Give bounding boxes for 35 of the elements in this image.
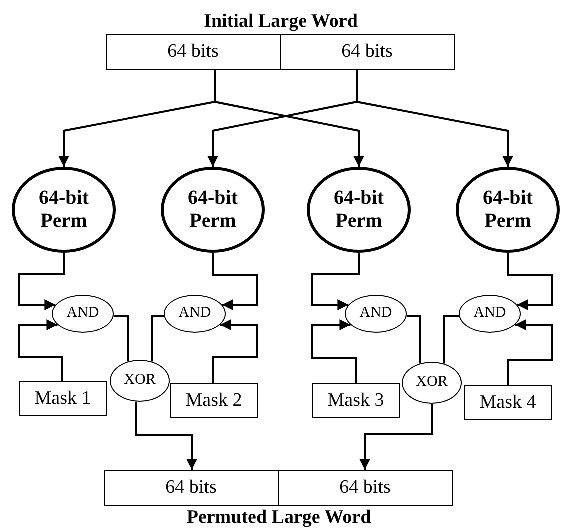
bit-field: 64 bits bbox=[280, 34, 455, 70]
permutation-ellipse: 64-bit Perm bbox=[456, 167, 560, 253]
permutation-ellipse: 64-bit Perm bbox=[307, 167, 411, 253]
connector-line bbox=[406, 315, 421, 364]
arrow bbox=[18, 253, 65, 310]
and-gate-ellipse: AND bbox=[459, 295, 521, 333]
arrow bbox=[212, 253, 258, 310]
mask-box: Mask 1 bbox=[19, 381, 107, 416]
and-gate-ellipse: AND bbox=[52, 295, 114, 333]
arrow bbox=[311, 320, 357, 383]
and-gate-ellipse: AND bbox=[164, 295, 226, 333]
arrow bbox=[18, 320, 63, 381]
arrow bbox=[356, 70, 514, 167]
mask-box: Mask 3 bbox=[312, 383, 400, 418]
arrow bbox=[135, 402, 198, 470]
arrow bbox=[311, 253, 360, 310]
permutation-ellipse: 64-bit Perm bbox=[161, 167, 265, 253]
bit-field: 64 bits bbox=[278, 470, 453, 506]
word-title: Initial Large Word bbox=[203, 10, 359, 34]
xor-gate-ellipse: XOR bbox=[110, 360, 170, 402]
connector-line bbox=[151, 315, 164, 362]
bit-field: 64 bits bbox=[104, 470, 279, 506]
bit-field: 64 bits bbox=[106, 34, 281, 70]
word-title: Permuted Large Word bbox=[186, 506, 372, 529]
xor-gate-ellipse: XOR bbox=[402, 362, 462, 404]
arrow bbox=[360, 404, 433, 470]
permutation-ellipse: 64-bit Perm bbox=[12, 167, 116, 253]
mask-box: Mask 2 bbox=[170, 383, 258, 418]
arrow bbox=[212, 320, 258, 383]
arrow bbox=[507, 320, 553, 385]
connector-line bbox=[443, 315, 460, 364]
mask-box: Mask 4 bbox=[464, 385, 552, 420]
and-gate-ellipse: AND bbox=[345, 295, 407, 333]
arrow bbox=[507, 253, 553, 310]
connector-line bbox=[114, 315, 129, 362]
